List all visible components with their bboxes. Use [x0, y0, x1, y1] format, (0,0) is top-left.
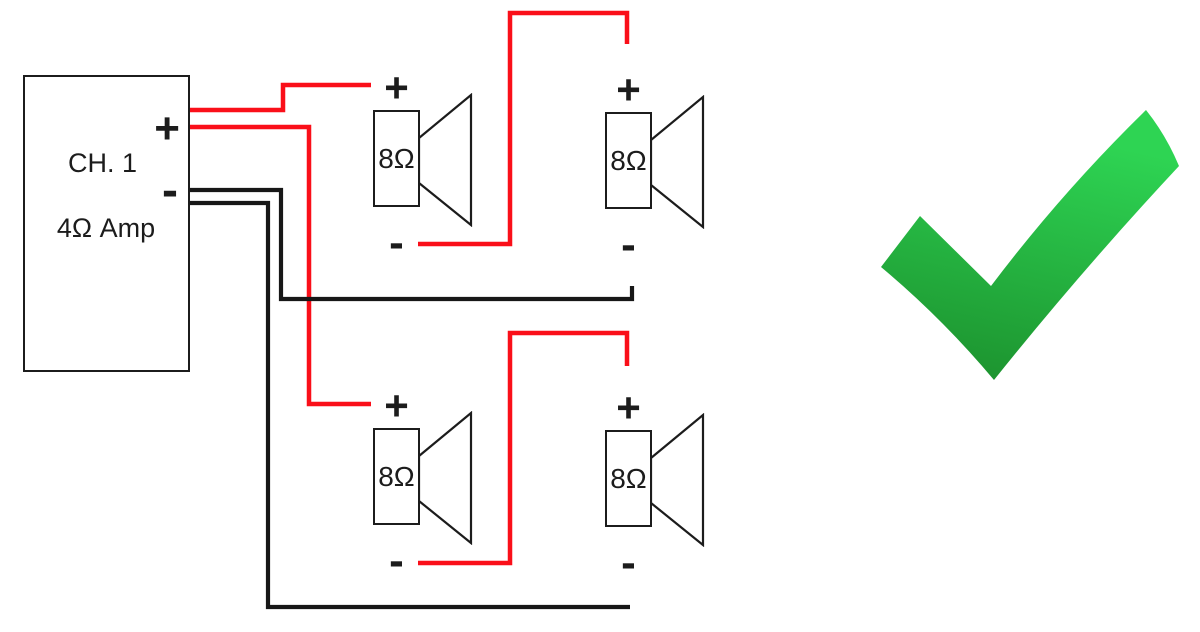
amplifier-box: + - CH. 1 4Ω Amp: [23, 75, 190, 372]
wire-amp-minus-to-speaker2-minus: [190, 187, 635, 302]
speaker-impedance-box: 8Ω: [373, 110, 420, 207]
speaker-impedance-label: 8Ω: [378, 460, 415, 492]
speaker-plus-terminal: +: [616, 384, 641, 431]
wire-amp-minus-to-speaker4-minus: [190, 200, 630, 610]
speaker-horn-icon: [418, 93, 473, 227]
speaker-impedance-label: 8Ω: [610, 144, 647, 176]
amp-channel-label: CH. 1: [67, 148, 138, 178]
speaker-bottom-left: + 8Ω -: [373, 385, 478, 585]
speaker-top-left: + 8Ω -: [373, 67, 478, 267]
speaker-plus-terminal: +: [384, 64, 409, 111]
speaker-horn-icon: [650, 413, 705, 547]
speaker-minus-terminal: -: [621, 538, 636, 587]
amp-plus-terminal: +: [154, 104, 180, 153]
speaker-minus-terminal: -: [621, 220, 636, 269]
amp-minus-terminal: -: [162, 164, 178, 217]
speaker-horn-icon: [650, 95, 705, 229]
speaker-plus-terminal: +: [384, 382, 409, 429]
speaker-bottom-right: + 8Ω -: [605, 387, 710, 587]
speaker-minus-terminal: -: [389, 218, 404, 267]
wire-amp-plus-to-speaker1-plus: [190, 82, 371, 113]
wire-speaker3-minus-to-speaker4-plus: [418, 330, 630, 566]
speaker-impedance-box: 8Ω: [605, 112, 652, 209]
speaker-horn-icon: [418, 411, 473, 545]
speaker-impedance-box: 8Ω: [605, 430, 652, 527]
speaker-impedance-label: 8Ω: [378, 142, 415, 174]
wire-speaker1-minus-to-speaker2-plus: [418, 10, 630, 247]
green-checkmark-icon: [881, 110, 1179, 380]
speaker-impedance-label: 8Ω: [610, 462, 647, 494]
amp-impedance-label: 4Ω Amp: [56, 213, 156, 243]
speaker-plus-terminal: +: [616, 66, 641, 113]
speaker-impedance-box: 8Ω: [373, 428, 420, 525]
speaker-top-right: + 8Ω -: [605, 69, 710, 269]
speaker-minus-terminal: -: [389, 536, 404, 585]
wire-amp-plus-to-speaker3-plus: [190, 124, 371, 407]
